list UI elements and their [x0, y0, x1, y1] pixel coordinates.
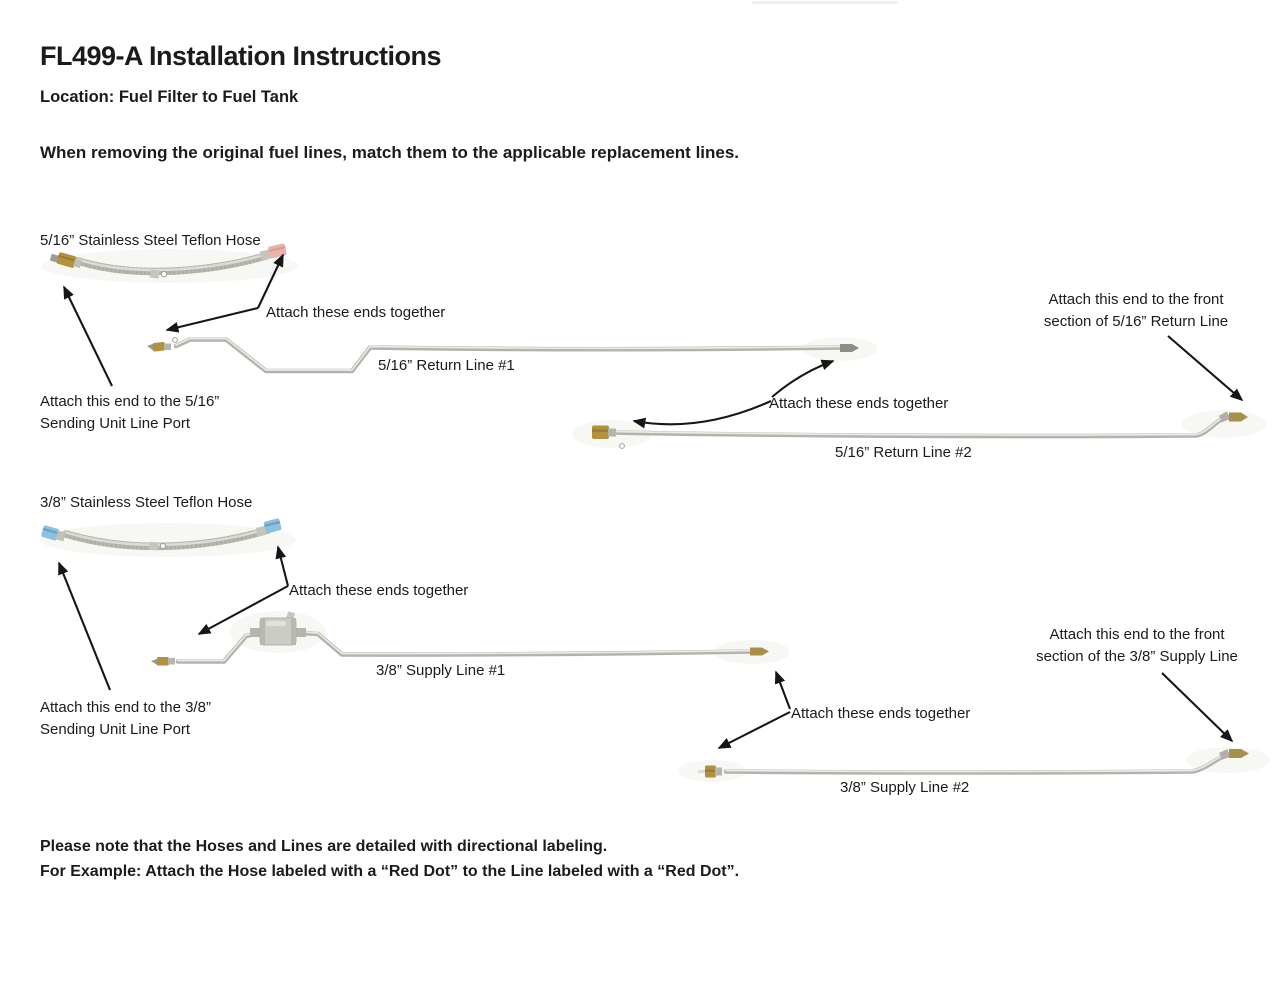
- top-edge-artifact: [752, 1, 898, 4]
- arrow-to-sending-unit-end-38: [58, 561, 111, 691]
- return-line-1-left-fitting: [147, 337, 178, 352]
- hose-38-right-fitting: [255, 518, 282, 537]
- arrow-to-front-section-38: [1161, 672, 1234, 743]
- attach-ends-note-516-b: Attach these ends together: [769, 395, 949, 412]
- hose-516: [49, 243, 287, 279]
- arrow-attach3-to-line1-end: [197, 585, 289, 635]
- return-line-1-label: 5/16” Return Line #1: [378, 357, 515, 374]
- return-line-2-label: 5/16” Return Line #2: [835, 444, 972, 461]
- sending-unit-note-516: Attach this end to the 5/16” Sending Uni…: [40, 393, 220, 432]
- return-line-2-left-fitting: [592, 425, 625, 449]
- hose-38: [41, 518, 282, 551]
- sending-unit-note-38: Attach this end to the 3/8” Sending Unit…: [40, 699, 211, 738]
- arrow-attach1-to-hose-end: [257, 253, 284, 309]
- front-section-note-516: Attach this end to the front section of …: [1043, 291, 1229, 330]
- return-line-2-right-fitting: [1218, 411, 1248, 423]
- return-line-1: [147, 337, 859, 374]
- hose-label-38: 3/8” Stainless Steel Teflon Hose: [40, 494, 253, 511]
- supply-line-1-left-fitting: [151, 657, 175, 666]
- front-section-note-38: Attach this end to the front section of …: [1036, 626, 1238, 665]
- arrow-attach3-to-hose-end: [275, 545, 290, 587]
- arrow-to-sending-unit-end-516: [63, 285, 113, 387]
- supply-line-2-right-fitting: [1219, 749, 1249, 760]
- supply-line-1-label: 3/8” Supply Line #1: [376, 662, 506, 679]
- attach-ends-note-38-b: Attach these ends together: [791, 705, 971, 722]
- return-line-1-right-fitting: [840, 344, 859, 352]
- supply-line-1-right-fitting: [750, 647, 769, 656]
- arrow-attach4-to-line2-end: [717, 711, 791, 749]
- hose-38-left-fitting: [41, 525, 66, 542]
- arrow-attach2-to-line1-end: [771, 359, 835, 398]
- footer-line-2: For Example: Attach the Hose labeled wit…: [40, 862, 740, 880]
- hose-516-left-fitting: [49, 252, 83, 269]
- callout-arrows-516: [63, 253, 1244, 429]
- supply-line-2: [698, 749, 1249, 778]
- supply-line-2-label: 3/8” Supply Line #2: [840, 779, 970, 796]
- intro-line: When removing the original fuel lines, m…: [40, 143, 740, 162]
- page-title: FL499-A Installation Instructions: [40, 41, 442, 71]
- attach-ends-note-516-a: Attach these ends together: [266, 304, 446, 321]
- supply-line-1: [151, 611, 769, 666]
- callout-arrows-38: [58, 545, 1234, 749]
- attach-ends-note-38-a: Attach these ends together: [289, 582, 469, 599]
- fuel-filter: [250, 611, 306, 646]
- supply-line-2-left-fitting: [698, 765, 722, 778]
- arrow-attach1-to-line1-end: [165, 306, 259, 333]
- arrow-to-front-section-516: [1167, 335, 1244, 402]
- footer-note: Please note that the Hoses and Lines are…: [40, 835, 739, 884]
- return-line-2: [592, 411, 1248, 449]
- hose-label-516: 5/16” Stainless Steel Teflon Hose: [40, 232, 261, 249]
- footer-line-1: Please note that the Hoses and Lines are…: [40, 838, 608, 855]
- arrow-attach4-to-line1-end: [774, 670, 791, 710]
- location-line: Location: Fuel Filter to Fuel Tank: [40, 88, 299, 106]
- arrow-attach2-to-line2-end: [632, 400, 772, 429]
